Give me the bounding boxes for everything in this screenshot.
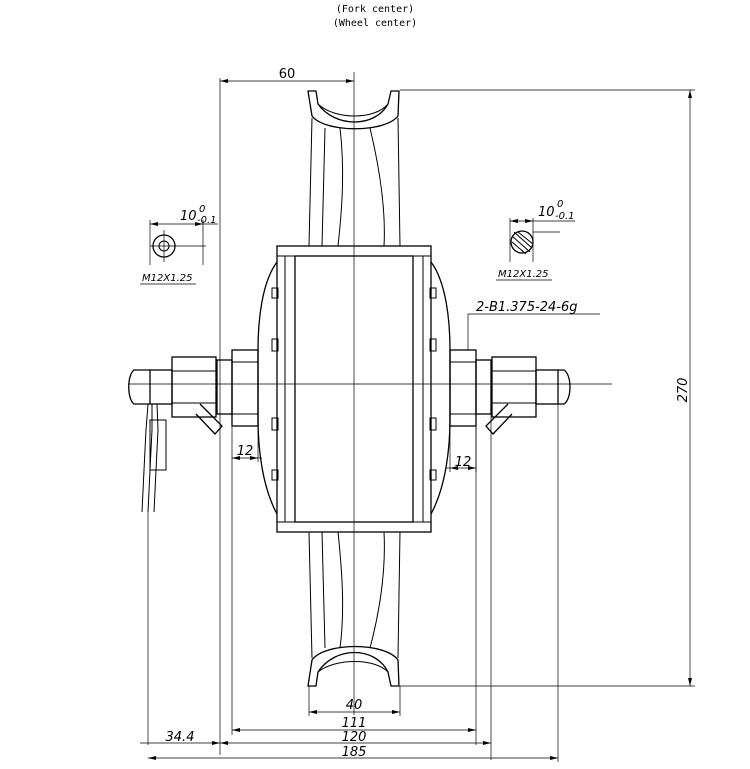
bearing-thread-leader xyxy=(467,313,600,350)
dim-111: 111 xyxy=(342,716,367,731)
dim-tolerance-left: 10 xyxy=(180,209,197,224)
thread-right-label: M12X1.25 xyxy=(498,269,548,280)
dim-tolerance-left-sub: -0.1 xyxy=(197,215,217,226)
dim-tolerance-right-sup: 0 xyxy=(557,199,563,210)
dim-12-right: 12 xyxy=(455,455,472,470)
dim-tolerance-right: 10 xyxy=(538,205,555,220)
axle-right xyxy=(449,349,571,435)
thread-section-right xyxy=(496,218,575,281)
bearing-thread-label: 2-B1.375-24-6g xyxy=(476,300,578,315)
dim-60: 60 xyxy=(279,67,296,82)
dim-40: 40 xyxy=(346,698,363,713)
dim-tolerance-right-sub: -0.1 xyxy=(555,211,575,222)
fork-center-label: (Fork center) xyxy=(335,4,415,15)
dim-34-4: 34.4 xyxy=(166,730,195,745)
dim-270: 270 xyxy=(676,378,691,403)
motor-cable xyxy=(141,403,167,745)
axle-left xyxy=(128,349,259,435)
rim-walls-bottom xyxy=(308,531,401,659)
arrowheads xyxy=(148,79,692,760)
dim-tolerance-left-sup: 0 xyxy=(199,204,205,215)
rim-bottom-section xyxy=(307,645,400,687)
thread-section-left xyxy=(140,220,218,285)
dim-12-left: 12 xyxy=(237,444,254,459)
wheel-center-label: (Wheel center) xyxy=(332,18,418,29)
dimension-lines xyxy=(140,78,695,762)
thread-left-label: M12X1.25 xyxy=(142,273,192,284)
rim-top-section xyxy=(307,90,400,130)
dim-120: 120 xyxy=(342,730,367,745)
dim-185: 185 xyxy=(342,745,367,760)
rim-walls-top xyxy=(308,117,401,247)
